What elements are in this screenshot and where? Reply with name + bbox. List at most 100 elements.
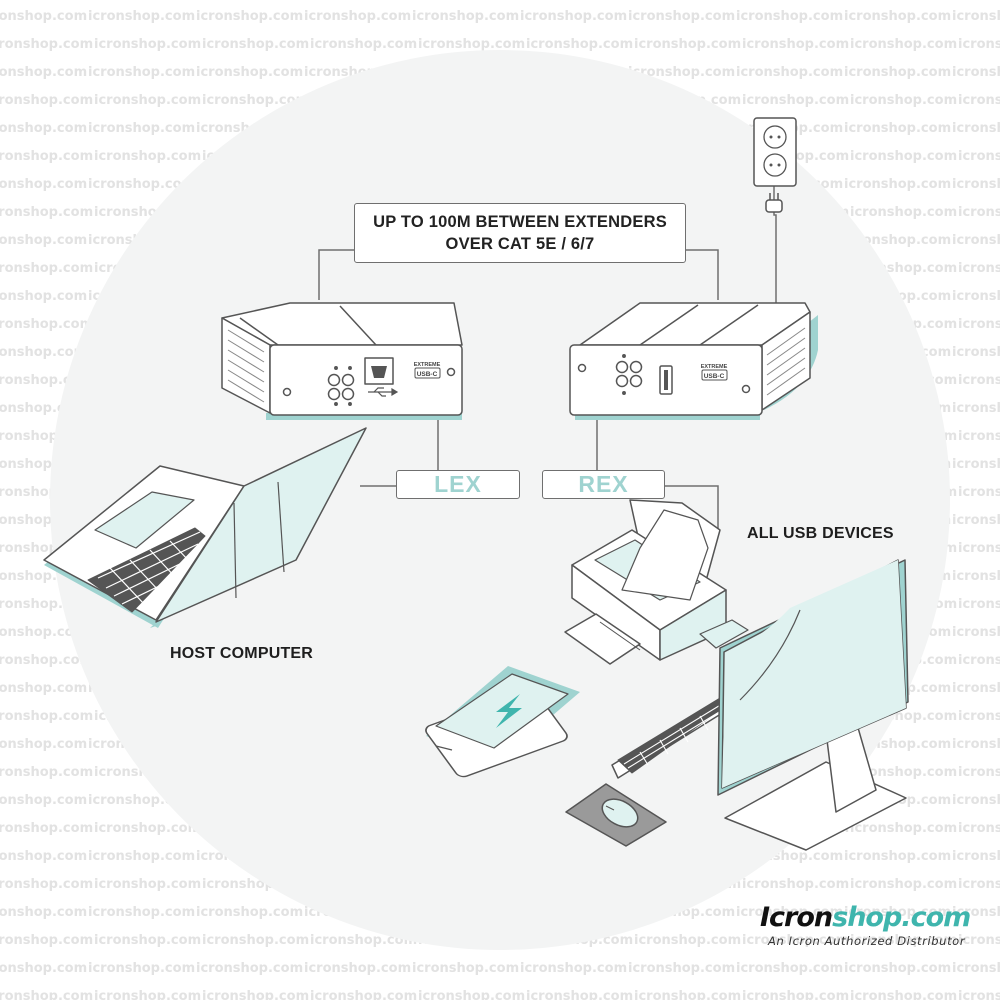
- watermark-text: icronshop.com: [412, 9, 519, 24]
- watermark-text: icronshop.com: [202, 37, 309, 52]
- watermark-text: icronshop.com: [742, 93, 849, 108]
- watermark-text: icronshop.com: [844, 961, 951, 976]
- watermark-text: icronshop.com: [94, 877, 201, 892]
- watermark-text: icronshop.com: [742, 933, 849, 948]
- watermark-text: icronshop.com: [952, 289, 1000, 304]
- watermark-text: icronshop.com: [634, 989, 741, 1000]
- watermark-text: icronshop.com: [736, 961, 843, 976]
- watermark-text: icronshop.com: [850, 93, 957, 108]
- watermark-text: icronshop.com: [628, 65, 735, 80]
- watermark-text: icronshop.com: [0, 65, 87, 80]
- watermark-text: icronshop.com: [952, 905, 1000, 920]
- watermark-text: icronshop.com: [850, 37, 957, 52]
- watermark-text: icronshop.com: [850, 205, 957, 220]
- watermark-text: icronshop.com: [0, 653, 93, 668]
- lex-extender: [221, 302, 463, 420]
- lex-usb-c-badge: EXTREME USB-C: [414, 362, 441, 379]
- watermark-text: icronshop.com: [844, 9, 951, 24]
- watermark-text: icronshop.com: [520, 9, 627, 24]
- watermark-text: icronshop.com: [958, 765, 1000, 780]
- watermark-text: icronshop.com: [520, 961, 627, 976]
- watermark-text: icronshop.com: [952, 961, 1000, 976]
- watermark-text: icronshop.com: [742, 877, 849, 892]
- rex-extender: [569, 302, 818, 420]
- watermark-text: icronshop.com: [202, 989, 309, 1000]
- watermark-text: icronshop.com: [196, 905, 303, 920]
- watermark-text: icronshop.com: [0, 205, 93, 220]
- watermark-text: icronshop.com: [952, 793, 1000, 808]
- watermark-text: icronshop.com: [634, 933, 741, 948]
- watermark-text: icronshop.com: [850, 933, 957, 948]
- watermark-text: icronshop.com: [0, 317, 93, 332]
- watermark-text: icronshop.com: [958, 541, 1000, 556]
- usb-devices-caption: ALL USB DEVICES: [747, 525, 894, 542]
- watermark-text: icronshop.com: [418, 37, 525, 52]
- watermark-text: icronshop.com: [88, 905, 195, 920]
- watermark-text: icronshop.com: [952, 737, 1000, 752]
- brand-name-part2: shop.com: [832, 902, 971, 933]
- watermark-text: icronshop.com: [310, 37, 417, 52]
- watermark-text: icronshop.com: [958, 709, 1000, 724]
- watermark-text: icronshop.com: [952, 233, 1000, 248]
- watermark-text: icronshop.com: [952, 625, 1000, 640]
- watermark-text: icronshop.com: [0, 961, 87, 976]
- watermark-text: icronshop.com: [0, 261, 93, 276]
- watermark-text: icronshop.com: [736, 65, 843, 80]
- watermark-text: icronshop.com: [952, 569, 1000, 584]
- watermark-text: icronshop.com: [0, 933, 93, 948]
- watermark-text: icronshop.com: [952, 345, 1000, 360]
- line-lex-to-range: [318, 249, 354, 300]
- watermark-text: icronshop.com: [850, 877, 957, 892]
- rex-label: REX: [578, 471, 629, 497]
- watermark-text: icronshop.com: [952, 65, 1000, 80]
- lex-label-box: LEX: [396, 470, 520, 499]
- watermark-text: icronshop.com: [526, 37, 633, 52]
- rex-label-box: REX: [542, 470, 665, 499]
- watermark-text: icronshop.com: [958, 821, 1000, 836]
- watermark-text: icronshop.com: [0, 177, 87, 192]
- watermark-text: icronshop.com: [844, 121, 951, 136]
- watermark-text: icronshop.com: [958, 933, 1000, 948]
- watermark-text: icronshop.com: [952, 513, 1000, 528]
- watermark-text: icronshop.com: [628, 9, 735, 24]
- watermark-text: icronshop.com: [844, 233, 951, 248]
- watermark-text: icronshop.com: [742, 989, 849, 1000]
- watermark-text: icronshop.com: [742, 37, 849, 52]
- watermark-text: icronshop.com: [0, 345, 87, 360]
- printer-illustration: [564, 499, 749, 665]
- watermark-text: icronshop.com: [736, 905, 843, 920]
- watermark-text: icronshop.com: [0, 121, 87, 136]
- power-plug-icon: [765, 193, 783, 213]
- watermark-text: icronshop.com: [952, 401, 1000, 416]
- watermark-text: icronshop.com: [952, 121, 1000, 136]
- brand-name: Icronshop.com: [760, 902, 990, 933]
- watermark-text: icronshop.com: [736, 9, 843, 24]
- watermark-text: icronshop.com: [958, 597, 1000, 612]
- watermark-text: icronshop.com: [0, 849, 87, 864]
- watermark-text: icronshop.com: [412, 961, 519, 976]
- watermark-text: icronshop.com: [310, 989, 417, 1000]
- watermark-text: icronshop.com: [850, 989, 957, 1000]
- watermark-text: icronshop.com: [958, 205, 1000, 220]
- watermark-text: icronshop.com: [958, 485, 1000, 500]
- watermark-text: icronshop.com: [310, 933, 417, 948]
- watermark-text: icronshop.com: [958, 93, 1000, 108]
- watermark-text: icronshop.com: [196, 65, 303, 80]
- range-line-2: OVER CAT 5E / 6/7: [445, 235, 595, 253]
- watermark-text: icronshop.com: [88, 9, 195, 24]
- watermark-text: icronshop.com: [0, 905, 87, 920]
- host-computer-caption: HOST COMPUTER: [170, 645, 314, 662]
- watermark-text: icronshop.com: [850, 821, 957, 836]
- line-rex-to-devices: [665, 485, 719, 530]
- watermark-text: icronshop.com: [202, 933, 309, 948]
- watermark-text: icronshop.com: [0, 821, 93, 836]
- brand-tagline: An Icron Authorized Distributor: [768, 934, 966, 948]
- monitor-illustration: [717, 559, 909, 851]
- watermark-text: icronshop.com: [94, 93, 201, 108]
- usb-symbol-icon: [368, 387, 399, 397]
- watermark-text: icronshop.com: [958, 149, 1000, 164]
- watermark-text: icronshop.com: [952, 177, 1000, 192]
- watermark-text: icronshop.com: [418, 989, 525, 1000]
- wall-outlet-icon: [753, 117, 797, 187]
- lex-label: LEX: [434, 471, 482, 497]
